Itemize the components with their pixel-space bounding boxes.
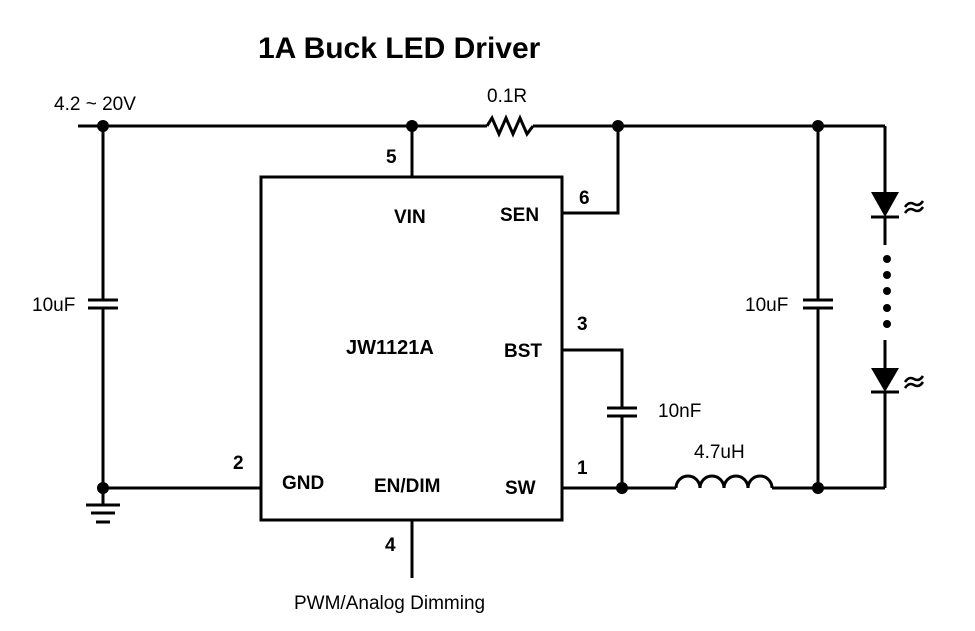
led-icon bbox=[871, 368, 925, 394]
boot-cap-label: 10nF bbox=[658, 401, 701, 422]
ellipsis-dot bbox=[883, 304, 891, 312]
ground-icon bbox=[86, 503, 120, 524]
input-cap-label: 10uF bbox=[32, 295, 75, 316]
pin-3-number: 3 bbox=[577, 314, 588, 335]
pin-bst-label: BST bbox=[504, 341, 542, 362]
inductor bbox=[674, 474, 774, 489]
pin-sen-label: SEN bbox=[500, 205, 539, 226]
pin-4-number: 4 bbox=[385, 535, 396, 556]
ic-name: JW1121A bbox=[346, 337, 434, 359]
ellipsis-dot bbox=[883, 255, 891, 263]
dimming-label: PWM/Analog Dimming bbox=[294, 593, 485, 614]
pin-en-dim-label: EN/DIM bbox=[374, 476, 441, 497]
junction-dot bbox=[616, 482, 628, 494]
pin-2-number: 2 bbox=[233, 453, 244, 474]
sense-resistor-label: 0.1R bbox=[487, 86, 527, 107]
pin-vin-label: VIN bbox=[394, 207, 426, 228]
ellipsis-dot bbox=[883, 271, 891, 279]
led-icon bbox=[871, 192, 925, 219]
pin-3-wire bbox=[562, 348, 624, 408]
inductor-label: 4.7uH bbox=[694, 442, 745, 463]
pin-sw-label: SW bbox=[505, 478, 536, 499]
pin-1-number: 1 bbox=[577, 458, 588, 479]
output-cap-label: 10uF bbox=[745, 295, 788, 316]
pin-6-wire bbox=[562, 126, 620, 215]
pin-5-number: 5 bbox=[386, 147, 397, 168]
sense-resistor bbox=[485, 114, 535, 138]
ellipsis-dot bbox=[883, 320, 891, 328]
pin-6-number: 6 bbox=[579, 188, 590, 209]
input-voltage-label: 4.2 ~ 20V bbox=[54, 94, 136, 115]
pin-gnd-label: GND bbox=[282, 473, 324, 494]
ellipsis-dot bbox=[883, 287, 891, 295]
diagram-title: 1A Buck LED Driver bbox=[258, 32, 541, 65]
